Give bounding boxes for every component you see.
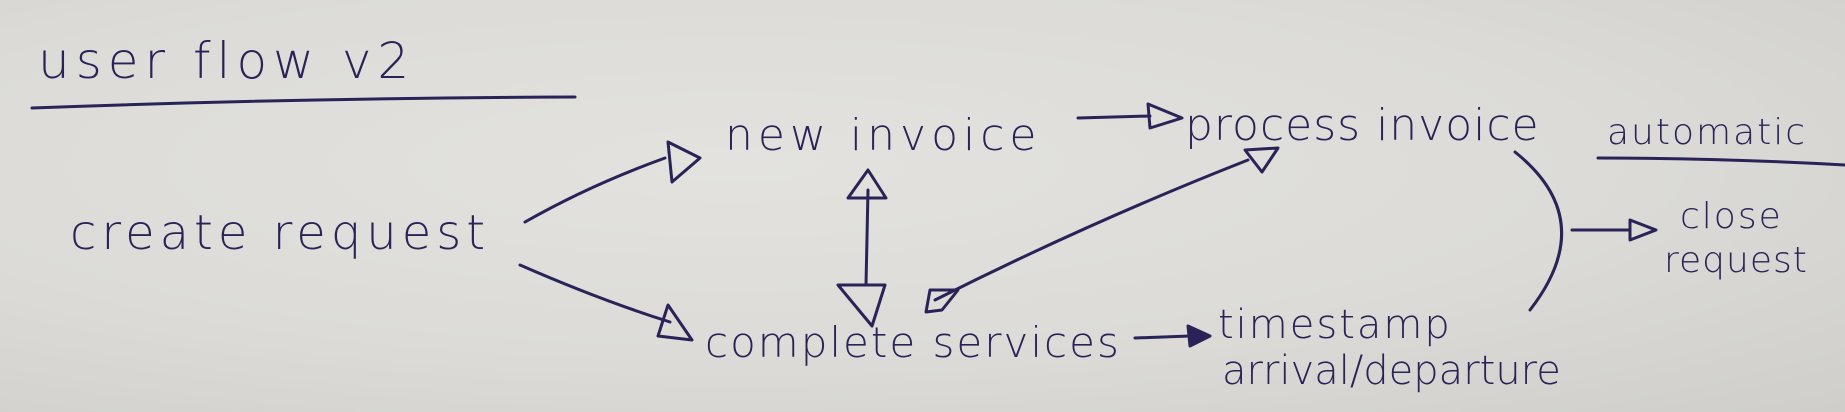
arrowhead-process <box>1146 102 1184 130</box>
arrowhead-complete-upper <box>924 288 960 314</box>
arrow-create-to-complete <box>518 263 672 324</box>
node-timestamp-line1: timestamp <box>1218 302 1452 348</box>
arrow-process-complete <box>933 158 1250 302</box>
arrowhead-process-lower <box>1243 146 1280 174</box>
automatic-label: automatic <box>1607 112 1808 153</box>
arrowhead-complete <box>656 303 694 342</box>
arrow-create-to-new-invoice <box>523 156 667 224</box>
arrowhead-new-invoice <box>666 140 702 184</box>
node-process-invoice: process invoice <box>1185 100 1540 151</box>
diagram-title: user flow v2 <box>38 32 416 90</box>
node-new-invoice: new invoice <box>725 110 1042 161</box>
arrow-new-to-process <box>1076 114 1152 120</box>
node-create-request: create request <box>70 205 491 261</box>
grouping-bracket <box>1513 150 1564 312</box>
node-close-request-line1: close <box>1680 196 1783 237</box>
title-underline <box>30 95 577 110</box>
node-close-request-line2: request <box>1664 240 1808 281</box>
arrow-complete-new-invoice <box>864 188 870 287</box>
arrowhead-close <box>1628 218 1658 242</box>
automatic-underline <box>1596 156 1845 167</box>
arrowhead-down-complete <box>836 283 887 328</box>
arrow-complete-to-timestamp <box>1133 334 1192 340</box>
arrowhead-up-new-invoice <box>846 168 888 200</box>
node-complete-services: complete services <box>705 318 1121 367</box>
node-timestamp-line2: arrival/departure <box>1222 348 1561 394</box>
arrowhead-timestamp <box>1186 324 1212 348</box>
